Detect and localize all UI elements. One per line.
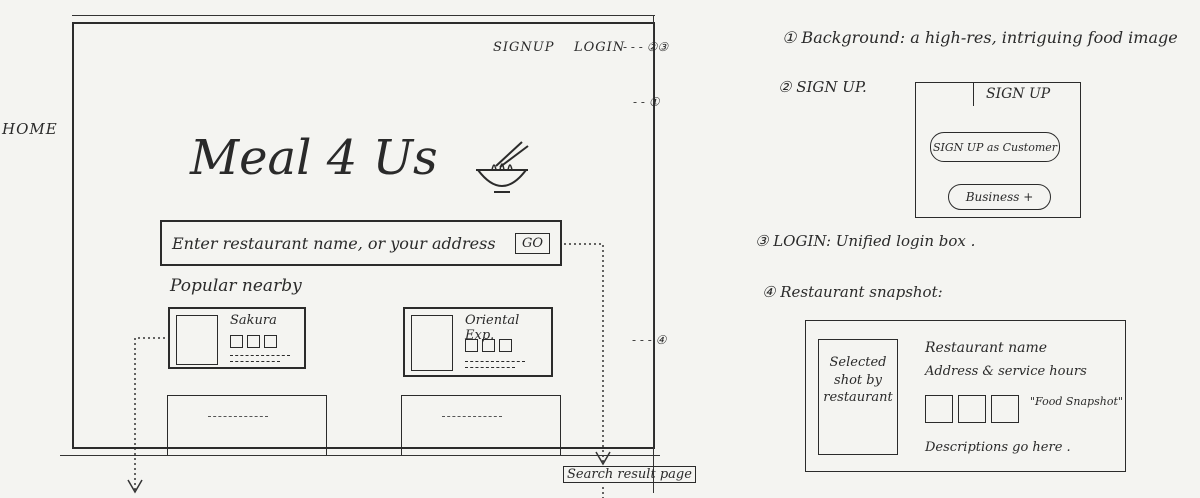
search-result-page-label: Search result page xyxy=(563,466,696,483)
callout-snapshot: - - - ④ xyxy=(632,333,667,347)
food-snapshot-label: "Food Snapshot" xyxy=(1030,395,1123,408)
frame-right-line xyxy=(653,15,654,493)
restaurant-thumbnail xyxy=(411,315,453,371)
note-background: ① Background: a high-res, intriguing foo… xyxy=(782,28,1178,47)
noodle-bowl-icon xyxy=(475,141,529,193)
note-signup: ② SIGN UP. xyxy=(778,78,867,96)
description-placeholder xyxy=(465,367,515,368)
food-snapshot-thumbnails xyxy=(465,339,512,352)
home-frame xyxy=(72,22,655,449)
popular-nearby-heading: Popular nearby xyxy=(170,276,302,296)
note-login: ③ LOGIN: Unified login box . xyxy=(755,232,976,250)
site-logo: Meal 4 Us xyxy=(190,130,438,186)
description-placeholder xyxy=(442,416,502,417)
note-snapshot: ④ Restaurant snapshot: xyxy=(762,283,943,301)
signup-panel-title: SIGN UP xyxy=(973,82,1081,106)
description-placeholder xyxy=(230,361,280,362)
search-bar[interactable]: Enter restaurant name, or your address G… xyxy=(160,220,562,266)
snapshot-description: Descriptions go here . xyxy=(925,440,1071,455)
signup-customer-button[interactable]: SIGN UP as Customer xyxy=(930,132,1060,162)
selected-shot-placeholder: Selected shot by restaurant xyxy=(818,339,898,455)
callout-signup-login: - - - ②③ xyxy=(623,40,669,54)
description-placeholder xyxy=(230,355,290,356)
nav-login-link[interactable]: LOGIN xyxy=(574,40,626,55)
nav-signup-link[interactable]: SIGNUP xyxy=(493,40,555,55)
food-snapshot-thumbnails xyxy=(925,395,1019,423)
restaurant-card[interactable] xyxy=(167,395,327,455)
go-button[interactable]: GO xyxy=(514,232,550,254)
frame-bottom-line xyxy=(60,455,660,456)
restaurant-thumbnail xyxy=(176,315,218,365)
snapshot-address: Address & service hours xyxy=(925,364,1087,379)
restaurant-card[interactable]: Oriental Exp. xyxy=(403,307,553,377)
restaurant-card[interactable]: Sakura xyxy=(168,307,306,369)
snapshot-restaurant-name: Restaurant name xyxy=(925,340,1048,356)
signup-panel xyxy=(915,82,1081,218)
description-placeholder xyxy=(208,416,268,417)
home-label: HOME xyxy=(2,120,58,138)
restaurant-card[interactable] xyxy=(401,395,561,455)
search-input[interactable]: Enter restaurant name, or your address xyxy=(172,233,496,253)
food-snapshot-thumbnails xyxy=(230,335,277,348)
restaurant-name: Sakura xyxy=(230,313,277,328)
frame-top-line xyxy=(72,15,655,16)
description-placeholder xyxy=(465,361,525,362)
callout-background: - - ① xyxy=(633,95,660,109)
restaurant-snapshot-panel xyxy=(805,320,1126,472)
signup-business-button[interactable]: Business + xyxy=(948,184,1051,210)
